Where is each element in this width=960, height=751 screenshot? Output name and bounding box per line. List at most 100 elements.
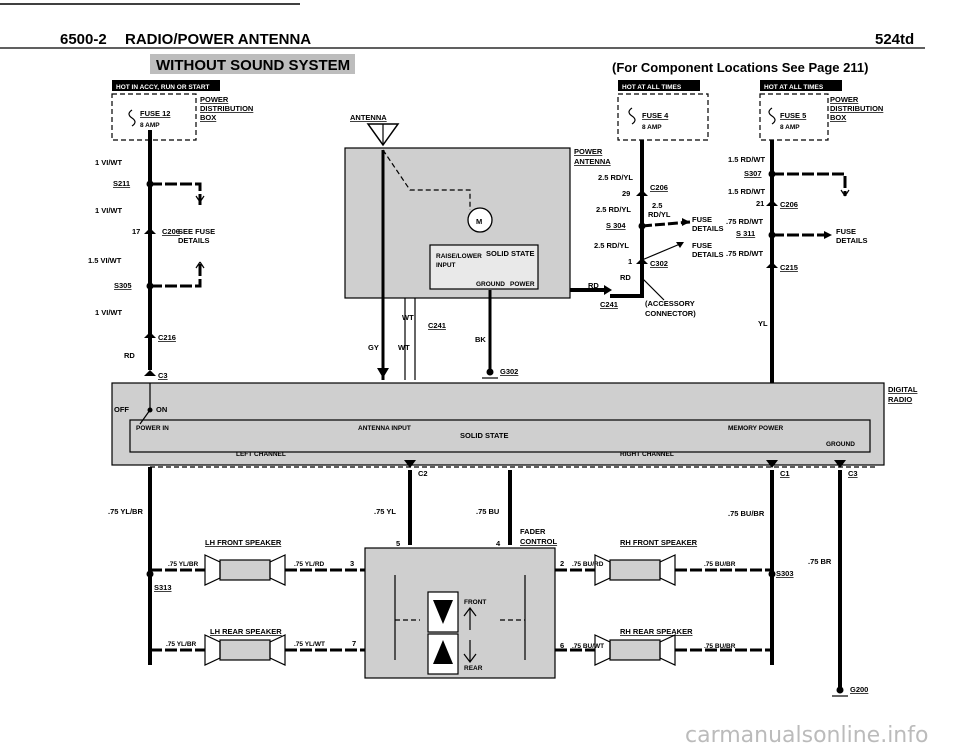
switch-on-label: ON bbox=[156, 405, 167, 414]
antenna-ground-label: GROUND bbox=[476, 281, 505, 288]
right-fuse-label: FUSE 5 bbox=[780, 111, 806, 120]
pa-connector-c241: C241 bbox=[600, 300, 618, 309]
wire-label-15viwt: 1.5 VI/WT bbox=[88, 256, 122, 265]
fader-pin-3: 3 bbox=[350, 559, 354, 568]
rc-wire-label-1: 1.5 RD/WT bbox=[728, 155, 766, 164]
radio-antenna-input: ANTENNA INPUT bbox=[358, 425, 411, 432]
pa-wire-label-rd-2: RD bbox=[588, 281, 599, 290]
lh-front-wire-1: .75 YL/BR bbox=[168, 561, 199, 568]
rh-rear-speaker bbox=[609, 639, 661, 661]
mid-power-distribution-box bbox=[617, 93, 709, 141]
rh-front-wire-2: .75 BU/BR bbox=[704, 561, 736, 568]
left-fuse-label: FUSE 12 bbox=[140, 109, 170, 118]
wire-label-bk: BK bbox=[475, 335, 486, 344]
hot-label-mid: HOT AT ALL TIMES bbox=[622, 84, 682, 91]
connector-c3-left: C3 bbox=[158, 371, 168, 380]
antenna-motor bbox=[467, 207, 493, 233]
pa-wire-label-2: 2.5 RD/YL bbox=[596, 205, 631, 214]
pa-fuse-details-2: DETAILS bbox=[692, 250, 724, 259]
radio-ground: GROUND bbox=[826, 441, 855, 448]
splice-s307: S307 bbox=[744, 169, 762, 178]
raise-lower-label: RAISE/LOWER bbox=[436, 253, 482, 260]
c206-pin-17: 17 bbox=[132, 227, 140, 236]
pa-wire-label-1: 2.5 RD/YL bbox=[598, 173, 633, 182]
spk-wire-label-br: .75 BR bbox=[808, 557, 832, 566]
pa-pin-1: 1 bbox=[628, 257, 632, 266]
splice-s304: S 304 bbox=[606, 221, 626, 230]
pa-fuse-details-1: DETAILS bbox=[692, 224, 724, 233]
power-antenna-label-2: ANTENNA bbox=[574, 157, 611, 166]
pa-connector-c206: C206 bbox=[650, 183, 668, 192]
ground-g302: G302 bbox=[500, 367, 518, 376]
see-fuse-label: SEE FUSE bbox=[178, 227, 215, 236]
radio-memory-power: MEMORY POWER bbox=[728, 425, 784, 432]
right-power-distribution-box bbox=[759, 93, 829, 141]
antenna-solid-state-label: SOLID STATE bbox=[486, 249, 534, 258]
connector-c1: C1 bbox=[780, 469, 790, 478]
variant-banner-bg bbox=[150, 54, 355, 74]
component-locations-note: (For Component Locations See Page 211) bbox=[612, 60, 868, 75]
radio-left-channel: LEFT CHANNEL bbox=[236, 451, 286, 458]
rc-pin-21: 21 bbox=[756, 199, 764, 208]
right-pdb-line2: DISTRIBUTION bbox=[830, 104, 883, 113]
left-pdb-line1: POWER bbox=[200, 95, 229, 104]
radio-name-2: RADIO bbox=[888, 395, 912, 404]
lh-front-speaker-label: LH FRONT SPEAKER bbox=[205, 538, 282, 547]
connector-c241-antenna: C241 bbox=[428, 321, 446, 330]
section-number: 6500-2 bbox=[60, 31, 107, 48]
rc-wire-label-3: .75 RD/WT bbox=[726, 217, 764, 226]
lh-rear-speaker bbox=[219, 639, 271, 661]
connector-c206-left: C206 bbox=[162, 227, 180, 236]
mid-fuse-label: FUSE 4 bbox=[642, 111, 669, 120]
spk-wire-label-left: .75 YL/BR bbox=[108, 507, 143, 516]
left-fuse-amp: 8 AMP bbox=[140, 122, 160, 129]
splice-s303: S303 bbox=[776, 569, 794, 578]
wire-label-1viwt-a: 1 VI/WT bbox=[95, 158, 123, 167]
rh-rear-speaker-label: RH REAR SPEAKER bbox=[620, 627, 693, 636]
right-pdb-line1: POWER bbox=[830, 95, 859, 104]
mid-fuse-amp: 8 AMP bbox=[642, 124, 662, 131]
fader-pin-7: 7 bbox=[352, 639, 356, 648]
pa-connector-c302: C302 bbox=[650, 259, 668, 268]
digital-radio-unit bbox=[111, 382, 885, 466]
connector-c2: C2 bbox=[418, 469, 428, 478]
rh-rear-wire-2: .75 BU/BR bbox=[704, 643, 736, 650]
fader-control-2: CONTROL bbox=[520, 537, 557, 546]
fader-pin-4: 4 bbox=[496, 539, 501, 548]
fader-rear-label: REAR bbox=[464, 665, 483, 672]
radio-inner-box bbox=[129, 419, 871, 453]
motor-label: M bbox=[476, 217, 482, 226]
radio-power-switch bbox=[139, 409, 151, 425]
fader-pin-6: 6 bbox=[560, 641, 564, 650]
fader-control-module bbox=[364, 547, 556, 679]
fader-control-1: FADER bbox=[520, 527, 546, 536]
rc-connector-c215: C215 bbox=[780, 263, 798, 272]
antenna-label: ANTENNA bbox=[350, 113, 387, 122]
right-pdb-line3: BOX bbox=[830, 113, 846, 122]
lh-front-speaker bbox=[219, 559, 271, 581]
pa-wire-label-2b: 2.5 bbox=[652, 201, 662, 210]
pa-wire-label-3: 2.5 RD/YL bbox=[594, 241, 629, 250]
power-antenna-label-1: POWER bbox=[574, 147, 603, 156]
right-fuse-amp: 8 AMP bbox=[780, 124, 800, 131]
rc-wire-label-2: 1.5 RD/WT bbox=[728, 187, 766, 196]
wire-label-gy: GY bbox=[368, 343, 379, 352]
accessory-connector-2: CONNECTOR) bbox=[645, 309, 696, 318]
lh-rear-wire-2: .75 YL/WT bbox=[294, 641, 325, 648]
variant-banner: WITHOUT SOUND SYSTEM bbox=[156, 57, 350, 74]
accessory-connector-1: (ACCESSORY bbox=[645, 299, 695, 308]
connector-c216: C216 bbox=[158, 333, 176, 342]
left-power-distribution-box bbox=[111, 93, 197, 141]
rc-connector-c206: C206 bbox=[780, 200, 798, 209]
radio-name-1: DIGITAL bbox=[888, 385, 918, 394]
rc-fuse-details: DETAILS bbox=[836, 236, 868, 245]
pa-pin-29: 29 bbox=[622, 189, 630, 198]
pa-fuse-label-2: FUSE bbox=[692, 241, 712, 250]
wire-label-rd-left: RD bbox=[124, 351, 135, 360]
page-code: 524td bbox=[875, 31, 914, 48]
lh-rear-speaker-label: LH REAR SPEAKER bbox=[210, 627, 282, 636]
see-fuse-details: DETAILS bbox=[178, 236, 210, 245]
rc-wire-label-4: .75 RD/WT bbox=[726, 249, 764, 258]
antenna-power-label: POWER bbox=[510, 281, 535, 288]
